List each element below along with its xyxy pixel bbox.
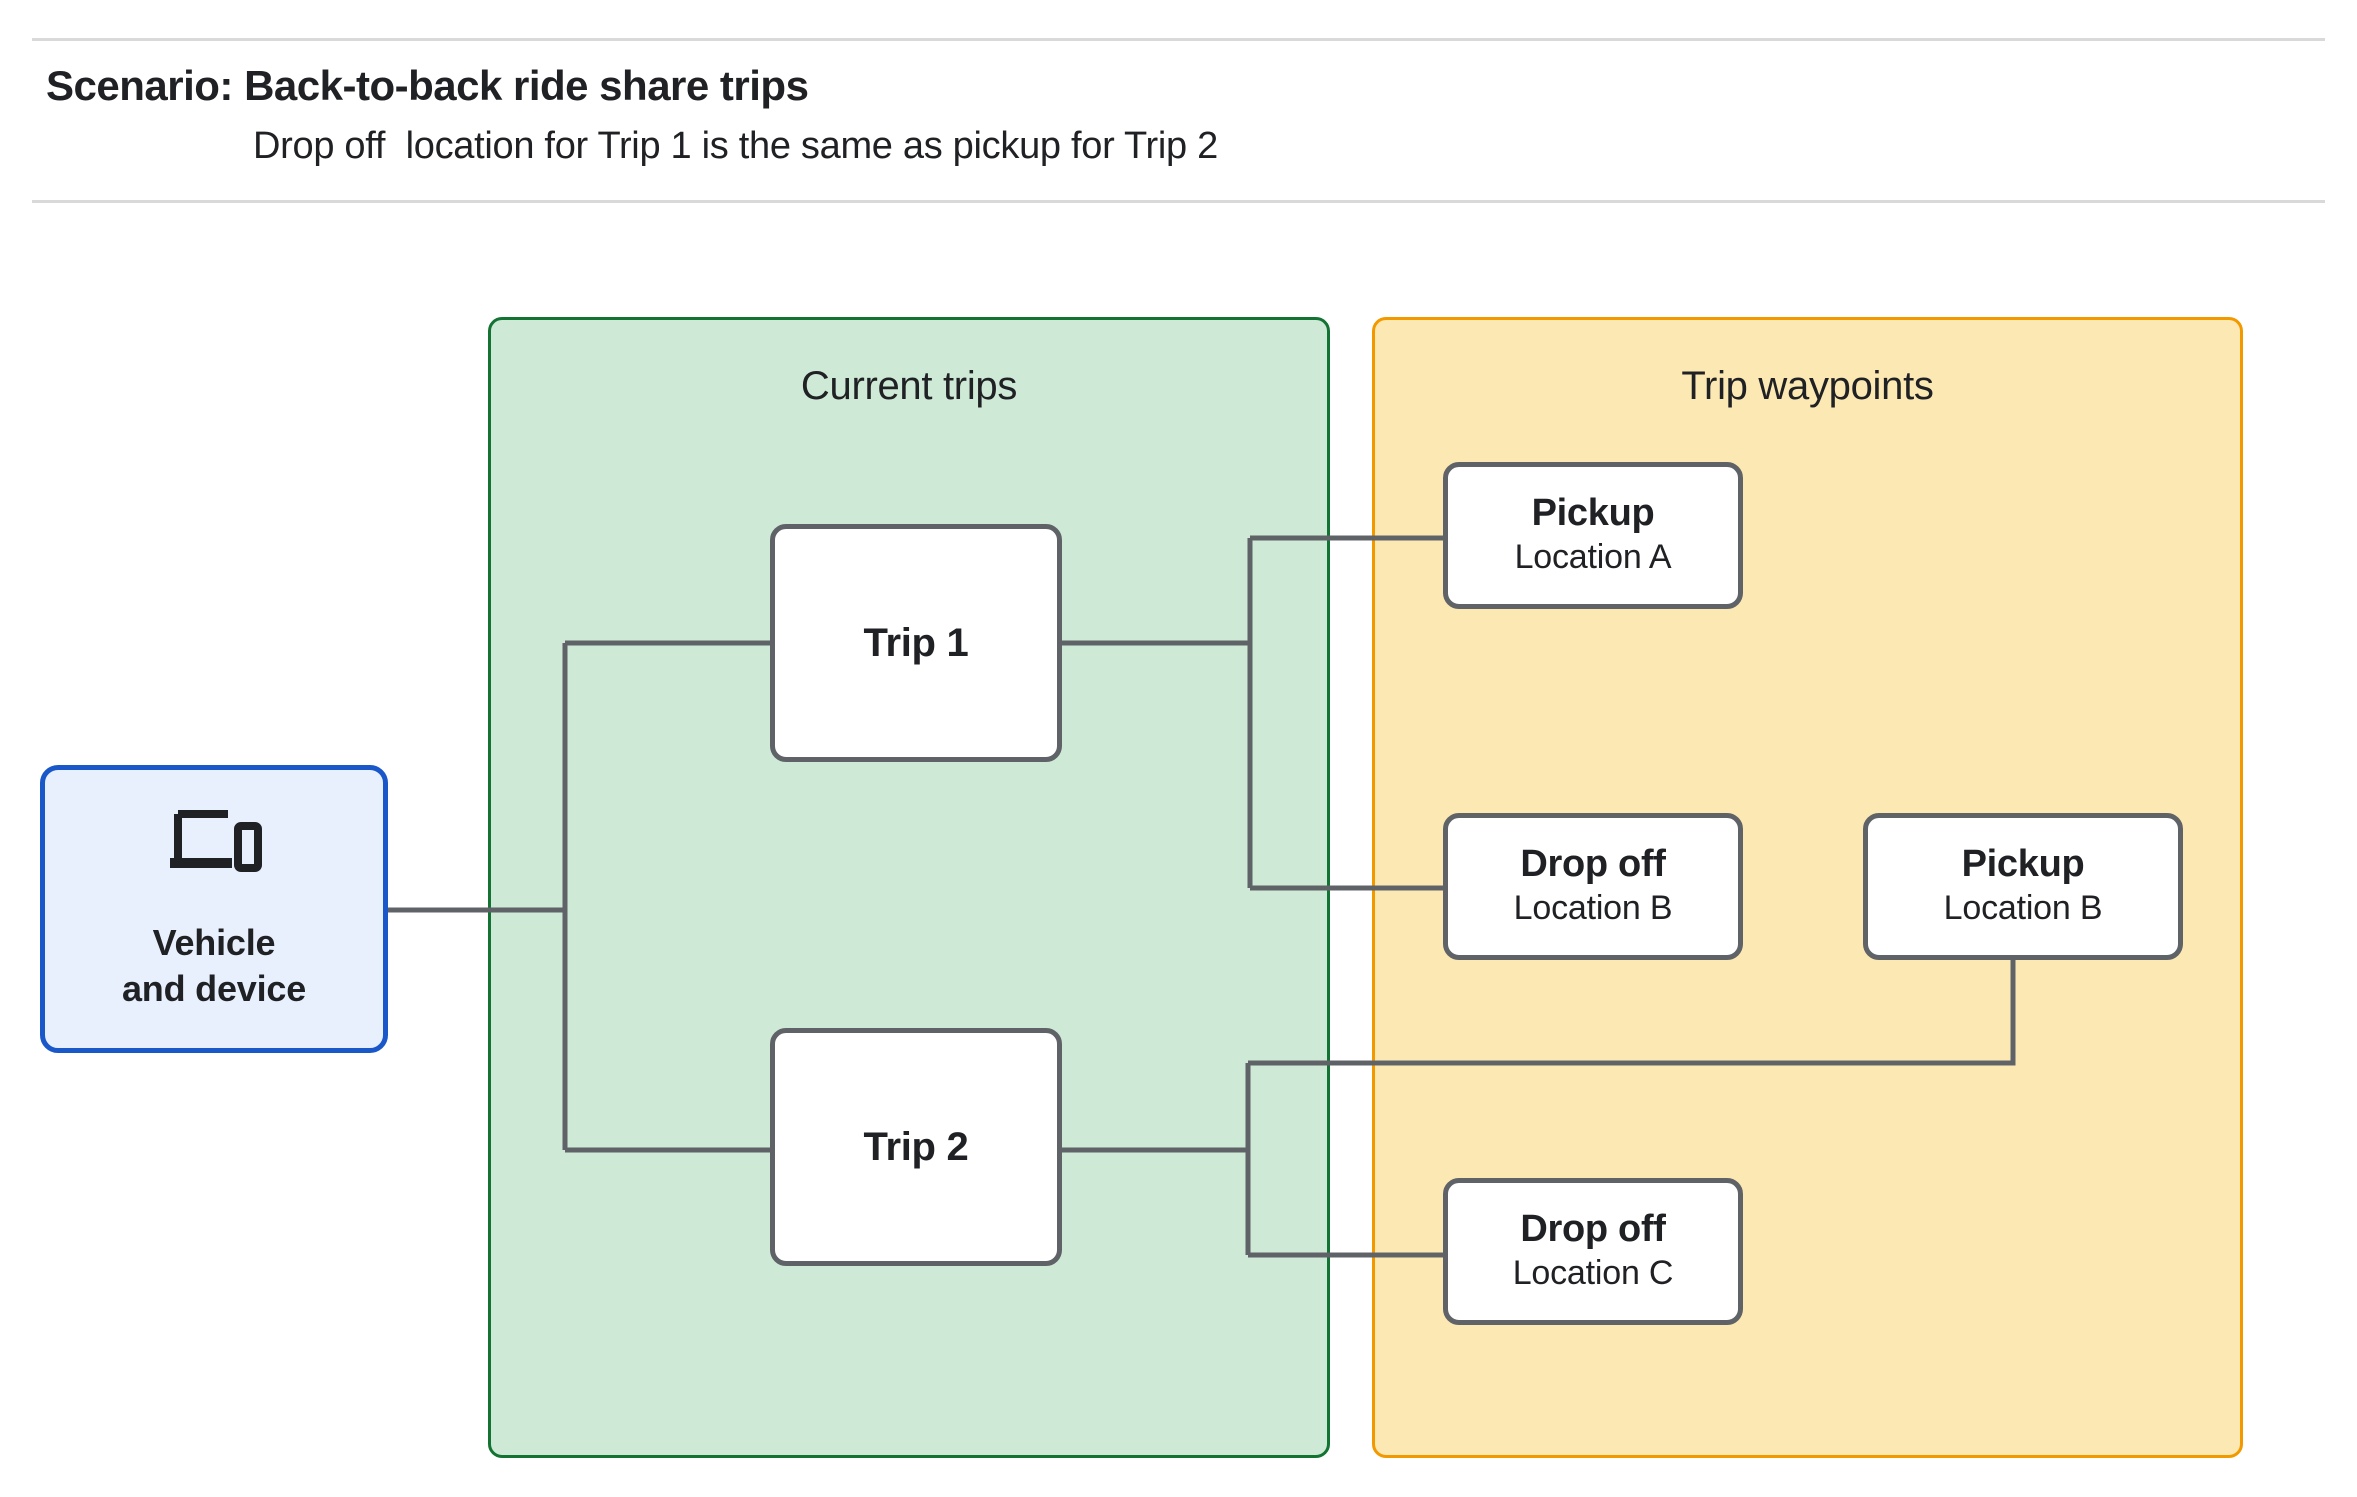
node-dropoff-location-b[interactable]: Drop off Location B [1443, 813, 1743, 960]
waypoint-type: Pickup [1961, 842, 2085, 885]
waypoint-type: Pickup [1531, 491, 1655, 534]
group-panel-current-trips: Current trips [488, 317, 1330, 1458]
waypoint-location: Location B [1943, 889, 2103, 928]
node-trip-1[interactable]: Trip 1 [770, 524, 1062, 762]
trip-1-label: Trip 1 [863, 620, 969, 665]
node-pickup-location-a[interactable]: Pickup Location A [1443, 462, 1743, 609]
header-divider-bottom [32, 200, 2325, 203]
node-dropoff-location-c[interactable]: Drop off Location C [1443, 1178, 1743, 1325]
waypoint-type: Drop off [1520, 1207, 1666, 1250]
waypoint-location: Location B [1513, 889, 1673, 928]
page-subtitle: Drop off location for Trip 1 is the same… [253, 125, 1218, 167]
page-title: Scenario: Back-to-back ride share trips [46, 62, 809, 109]
node-vehicle-and-device[interactable]: Vehicle and device [40, 765, 388, 1053]
node-trip-2[interactable]: Trip 2 [770, 1028, 1062, 1266]
waypoint-type: Drop off [1520, 842, 1666, 885]
group-title-current-trips: Current trips [800, 364, 1018, 408]
header-divider-top [32, 38, 2325, 41]
node-pickup-location-b[interactable]: Pickup Location B [1863, 813, 2183, 960]
vehicle-label: Vehicle and device [121, 921, 307, 1009]
trip-2-label: Trip 2 [863, 1124, 969, 1169]
devices-icon [166, 806, 262, 876]
waypoint-location: Location A [1514, 538, 1672, 577]
group-title-trip-waypoints: Trip waypoints [1681, 364, 1934, 408]
waypoint-location: Location C [1512, 1254, 1674, 1293]
